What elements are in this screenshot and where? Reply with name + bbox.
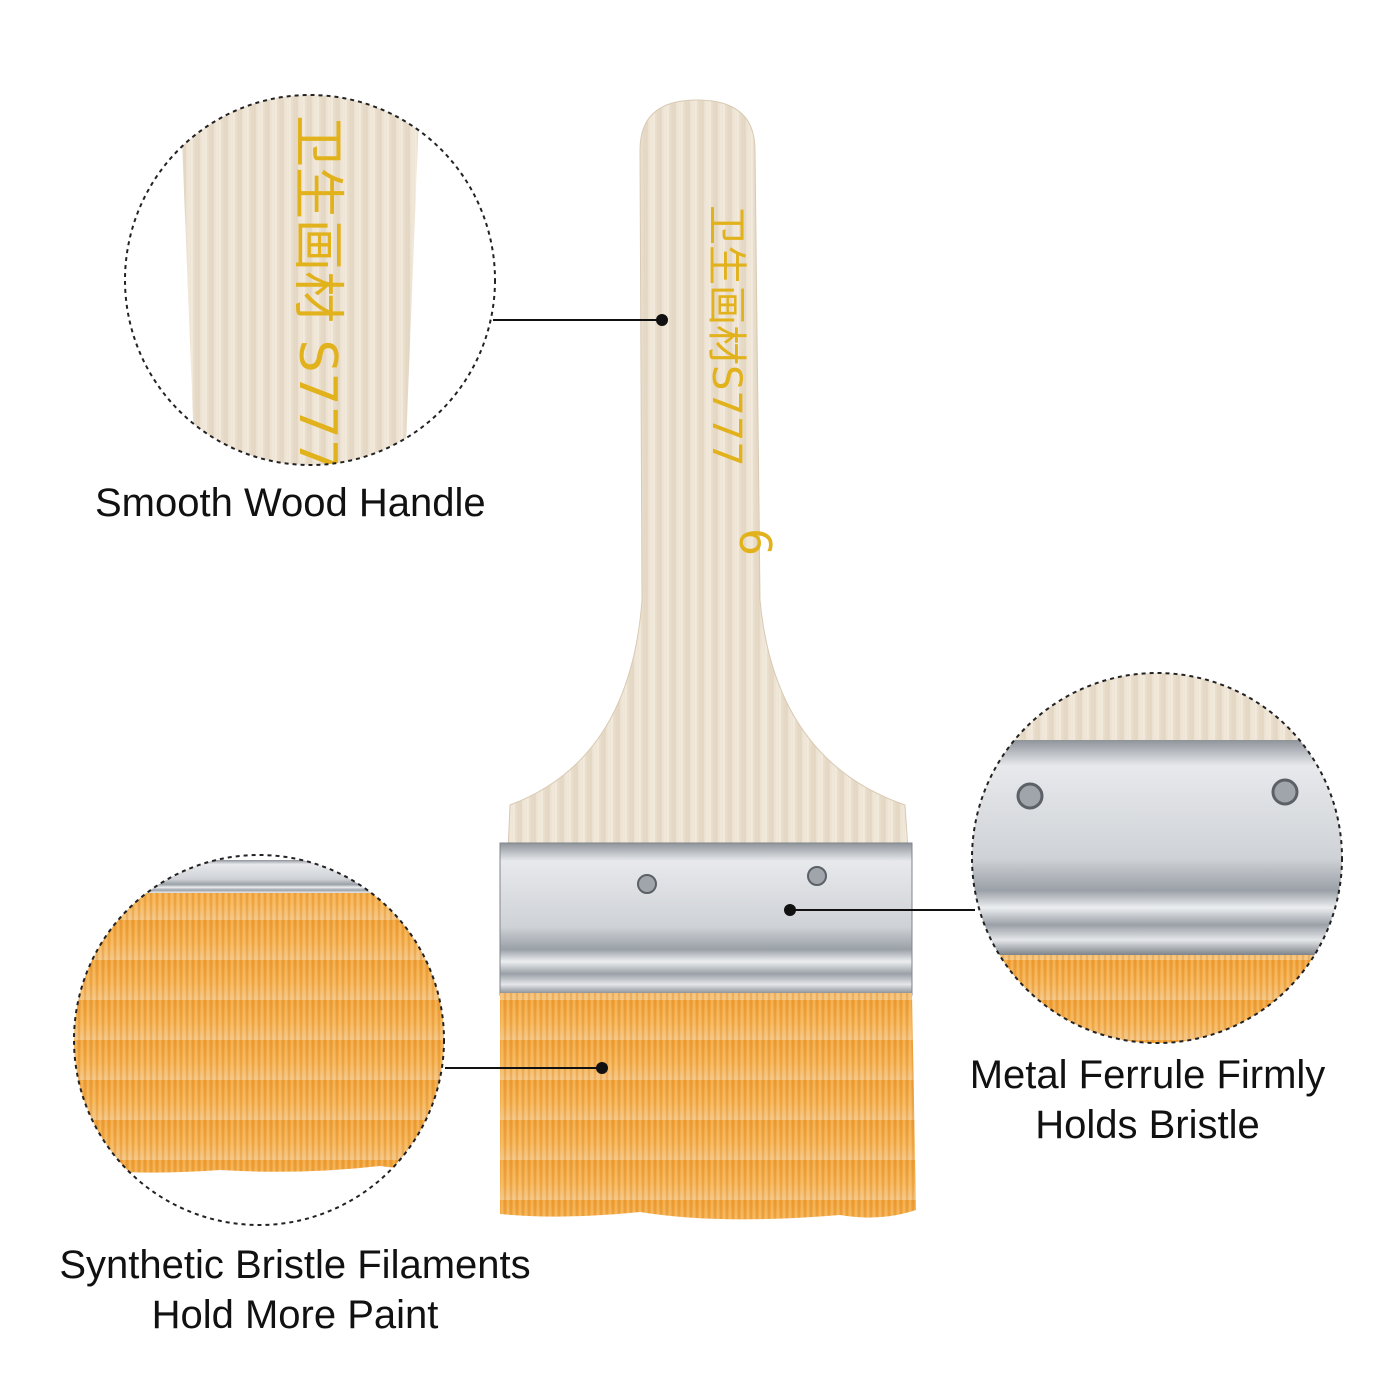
handle-imprint-text: 卫生画材S777 [703,205,749,467]
handle-closeup: 卫生画材 S777 [124,94,496,472]
closeup-imprint-text: 卫生画材 S777 [287,115,347,472]
ferrule-rivet [637,874,657,894]
brush-bristles [500,993,916,1220]
ferrule-caption: Metal Ferrule Firmly Holds Bristle [945,1050,1350,1150]
ferrule-rivet [1016,782,1044,810]
leader-lines [445,314,975,1074]
closeup-frame [971,672,1343,1044]
closeup-frame [124,94,496,466]
closeup-frame [73,854,445,1226]
bristle-caption-line2: Hold More Paint [151,1293,439,1337]
ferrule-closeup [971,672,1343,1044]
bristle-leader-dot [596,1062,608,1074]
ferrule-rivet [807,866,827,886]
bristle-closeup [73,854,445,1226]
bristle-caption-line1: Synthetic Bristle Filaments [59,1243,531,1287]
brush-handle [507,99,909,851]
handle-caption-line1: Smooth Wood Handle [95,481,486,525]
handle-caption: Smooth Wood Handle [95,478,525,528]
ferrule-rivet [1271,778,1299,806]
brush-ferrule [499,842,913,996]
ferrule-leader-dot [784,904,796,916]
handle-leader-dot [656,314,668,326]
ferrule-caption-line2: Holds Bristle [1035,1103,1260,1147]
bristle-caption: Synthetic Bristle Filaments Hold More Pa… [25,1240,565,1340]
paint-brush: 卫生画材S777 6 [499,99,916,1220]
ferrule-caption-line1: Metal Ferrule Firmly [969,1053,1326,1097]
handle-size-mark: 6 [729,528,780,556]
